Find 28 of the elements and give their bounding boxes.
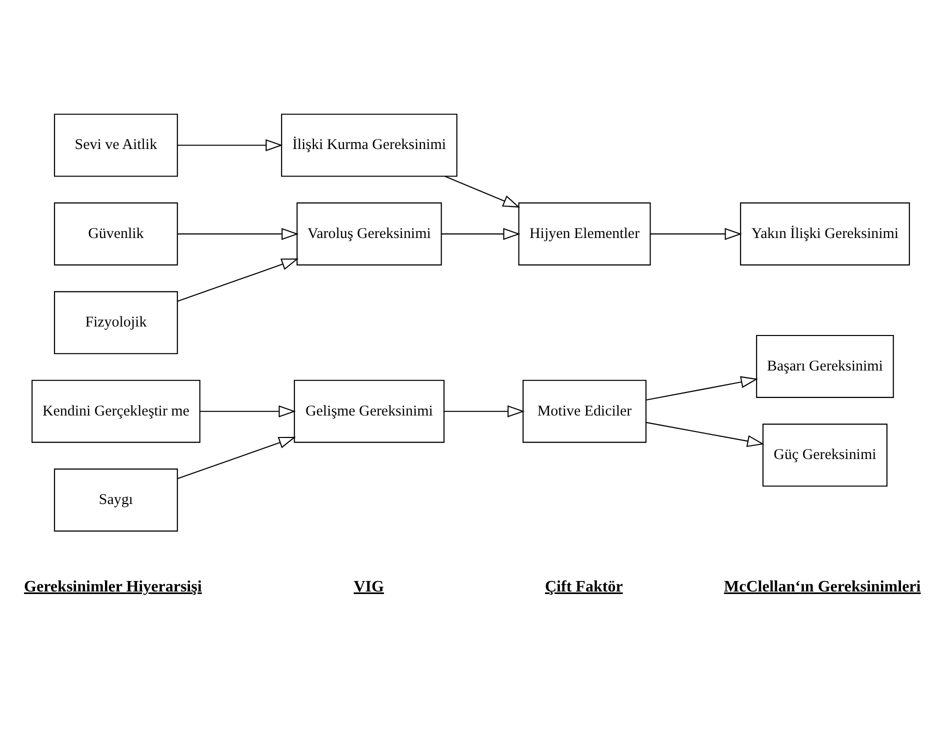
node-box: Varoluş Gereksinimi [296,202,442,265]
arrow [646,421,764,446]
arrow [177,436,296,479]
label: Çift Faktör [544,578,623,595]
arrow [178,138,283,151]
arrow [646,376,758,400]
node-box: Güç Gereksinimi [762,423,888,486]
node-box: Güvenlik [54,202,178,265]
node-box: İlişki Kurma Gereksinimi [281,113,458,176]
arrow [178,227,299,240]
label: VIG [354,578,384,595]
node-box: Sevi ve Aitlik [54,113,178,176]
node-box: Başarı Gereksinimi [756,334,894,398]
node-box: Saygı [54,468,178,532]
node-box: Motive Ediciler [522,379,646,442]
node-box: Yakın İlişki Gereksinimi [740,202,910,265]
arrow [444,404,525,417]
arrow [442,227,520,240]
arrow [200,404,296,417]
arrow [650,227,742,240]
label: Gereksinimler Hiyerarsişi [24,578,202,595]
label: McClellan‘ın Gereksinimleri [724,578,921,595]
arrow [177,258,299,302]
node-box: Kendini Gerçekleştir me [32,379,200,442]
node-box: Fizyolojik [54,290,178,354]
node-box: Gelişme Gereksinimi [294,379,445,442]
node-box: Hijyen Elementler [518,202,651,265]
arrow [444,175,520,208]
